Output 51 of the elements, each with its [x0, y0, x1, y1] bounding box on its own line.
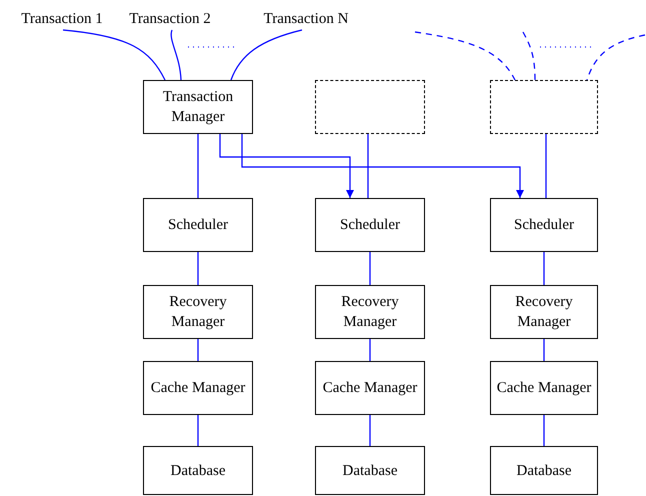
connector-line	[367, 134, 369, 198]
box-label: Transaction Manager	[162, 88, 234, 127]
placeholder-box	[315, 80, 425, 134]
box-label: Database	[342, 462, 398, 480]
process-box	[143, 80, 253, 134]
connector-line	[543, 252, 545, 285]
connector-line	[241, 134, 524, 198]
process-box	[143, 361, 253, 415]
connector-line	[586, 34, 646, 80]
connector-line	[369, 252, 371, 285]
transaction-label: Transaction 2	[120, 8, 220, 30]
connector-line	[62, 29, 166, 80]
connector-line	[197, 415, 199, 446]
box-label: Recovery Manager	[168, 293, 228, 332]
connector-line	[230, 29, 302, 80]
process-box	[315, 361, 425, 415]
process-box	[315, 446, 425, 495]
process-box	[490, 285, 598, 339]
placeholder-box	[490, 80, 598, 134]
process-box	[143, 198, 253, 252]
box-label: Recovery Manager	[340, 293, 400, 332]
connector-line	[197, 339, 199, 361]
transaction-label: Transaction N	[254, 8, 358, 30]
connector-line	[170, 30, 182, 80]
box-label: Scheduler	[513, 216, 575, 235]
transaction-label: Transaction 1	[12, 8, 112, 30]
connector-line	[197, 252, 199, 285]
process-box	[315, 198, 425, 252]
connector-line	[543, 339, 545, 361]
box-label: Database	[170, 462, 226, 480]
box-label: Database	[516, 462, 572, 480]
connector-line	[369, 415, 371, 446]
connector-line	[543, 415, 545, 446]
connector-line	[414, 31, 516, 80]
connector-line	[545, 134, 547, 198]
box-label: Cache Manager	[150, 379, 246, 398]
process-box	[490, 361, 598, 415]
process-box	[143, 285, 253, 339]
connector-line	[522, 32, 536, 80]
box-label: Cache Manager	[496, 379, 592, 398]
connector-line	[369, 339, 371, 361]
box-label: Recovery Manager	[514, 293, 574, 332]
process-box	[143, 446, 253, 495]
process-box	[315, 285, 425, 339]
process-box	[490, 198, 598, 252]
connector-line	[197, 134, 199, 198]
box-label: Cache Manager	[322, 379, 418, 398]
process-box	[490, 446, 598, 495]
connector-line	[219, 134, 354, 198]
box-label: Scheduler	[167, 216, 229, 235]
box-label: Scheduler	[339, 216, 401, 235]
